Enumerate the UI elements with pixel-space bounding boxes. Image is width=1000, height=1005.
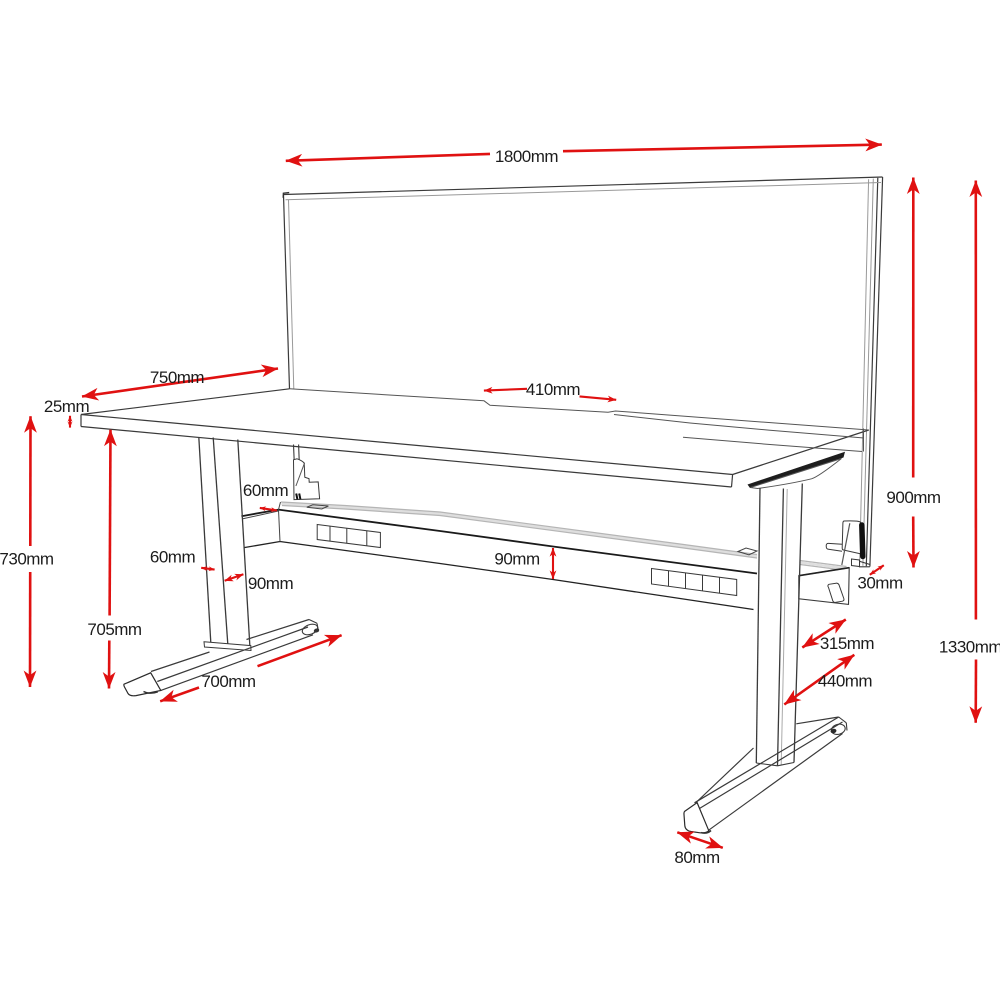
svg-text:60mm: 60mm <box>150 548 196 567</box>
svg-text:80mm: 80mm <box>674 848 720 867</box>
svg-text:315mm: 315mm <box>820 634 875 653</box>
svg-text:750mm: 750mm <box>150 368 205 387</box>
svg-text:730mm: 730mm <box>0 550 54 569</box>
svg-text:705mm: 705mm <box>87 620 142 639</box>
svg-text:440mm: 440mm <box>818 672 873 691</box>
svg-text:410mm: 410mm <box>526 380 581 399</box>
svg-text:700mm: 700mm <box>201 672 256 691</box>
svg-text:1330mm: 1330mm <box>939 638 1000 657</box>
svg-text:900mm: 900mm <box>886 488 941 507</box>
svg-text:1800mm: 1800mm <box>495 147 558 166</box>
svg-text:25mm: 25mm <box>44 397 90 416</box>
svg-text:90mm: 90mm <box>248 574 294 593</box>
svg-text:60mm: 60mm <box>243 481 289 500</box>
svg-text:30mm: 30mm <box>857 574 903 593</box>
svg-text:90mm: 90mm <box>494 550 540 569</box>
